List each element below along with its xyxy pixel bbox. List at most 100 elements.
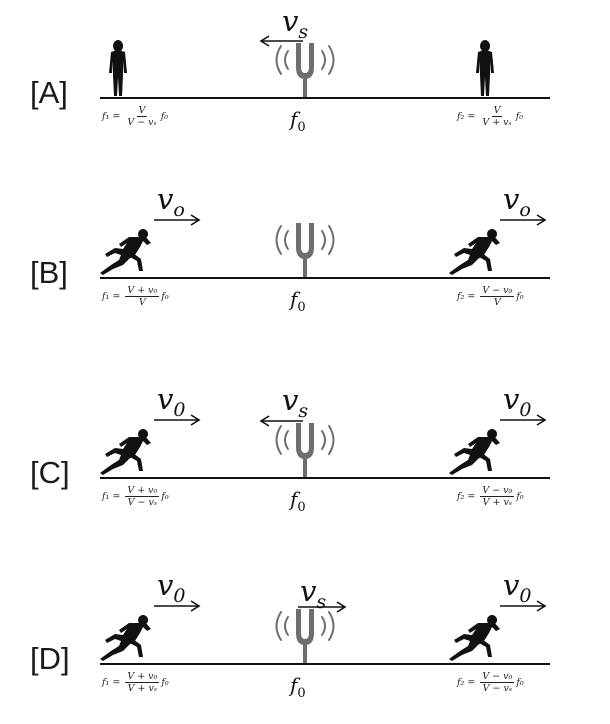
formula-numerator: V + v₀ [125, 285, 160, 297]
arrow-head [536, 214, 547, 226]
fork-prongs [296, 223, 314, 259]
velocity-symbol: v [157, 568, 174, 602]
observer-left-velocity-label: vo [157, 185, 185, 220]
formula-denominator: V + vₛ [127, 683, 158, 694]
arrow-head [259, 415, 270, 427]
fork-stem [303, 455, 307, 477]
formula-numerator: V [136, 105, 148, 117]
head [138, 229, 149, 239]
formula-lhs: f₁ = [102, 291, 121, 302]
velocity-subscript: s [298, 20, 309, 43]
formula-denominator: V − vₛ [482, 683, 513, 694]
arrow-head [190, 414, 201, 426]
standing-person-icon [476, 40, 494, 96]
ground-line [100, 97, 550, 99]
formula-tail: f₀ [160, 111, 169, 122]
wave-left-inner [284, 616, 289, 636]
head [113, 40, 124, 52]
velocity-arrow-observer-right [500, 600, 547, 612]
observer-left-velocity-label: v0 [157, 385, 185, 420]
source-frequency-label: f0 [290, 673, 306, 701]
body [100, 436, 151, 475]
body [449, 436, 500, 475]
formula-lhs: f₂ = [457, 677, 476, 688]
source-frequency-label: f0 [290, 287, 306, 315]
tuning-fork-icon [275, 423, 335, 477]
wave-right-inner [321, 50, 326, 70]
running-person-icon [449, 429, 500, 475]
velocity-subscript: 0 [173, 398, 186, 421]
arrow-head [536, 600, 547, 612]
front-leg [130, 253, 143, 271]
arrow-head [536, 414, 547, 426]
source-velocity-label: vs [282, 7, 308, 42]
arrow-head [259, 35, 270, 47]
formula-tail: f₀ [516, 291, 524, 302]
body [100, 236, 151, 275]
source-frequency-label: f0 [290, 107, 306, 135]
velocity-subscript: s [316, 590, 327, 613]
formula-lhs: f₁ = [102, 111, 121, 122]
head [138, 429, 149, 439]
velocity-arrow-source [259, 415, 303, 427]
formula-numerator: V − v₀ [480, 671, 515, 683]
formula-tail: f₀ [161, 491, 169, 502]
running-person-icon [100, 229, 151, 275]
front-leg [479, 453, 492, 471]
front-leg [130, 453, 143, 471]
velocity-symbol: v [282, 4, 299, 38]
formula-numerator: V − v₀ [480, 485, 515, 497]
velocity-symbol: v [300, 574, 317, 608]
velocity-arrow-observer-right [500, 414, 547, 426]
formula-denominator: V [138, 297, 146, 308]
formula-numerator: V − v₀ [480, 285, 515, 297]
head [480, 40, 491, 52]
observer-right-velocity-label: v0 [503, 571, 531, 606]
observer-right-velocity-label: vo [503, 185, 531, 220]
arrow-head [336, 601, 347, 613]
tuning-fork-icon [275, 43, 335, 97]
panel-label-d: [D] [30, 641, 70, 676]
source-velocity-label: vs [300, 577, 326, 612]
ground-line [100, 663, 550, 665]
wave-left-outer [275, 45, 282, 75]
velocity-subscript: 0 [173, 584, 186, 607]
wave-left-inner [284, 230, 289, 250]
freq-subscript: 0 [297, 500, 306, 515]
fork-prongs [296, 43, 314, 79]
front-leg [479, 253, 492, 271]
velocity-arrow-source [298, 601, 347, 613]
formula-tail: f₀ [515, 111, 524, 122]
wave-left-outer [275, 225, 282, 255]
wave-right-inner [321, 230, 326, 250]
fork-stem [303, 75, 307, 97]
formula-lhs: f₂ = [457, 491, 476, 502]
velocity-subscript: s [298, 399, 309, 422]
velocity-subscript: 0 [519, 398, 532, 421]
wave-right-outer [328, 611, 335, 641]
body [109, 50, 127, 96]
formula-denominator: V + vₛ [482, 117, 512, 128]
formula-tail: f₀ [161, 677, 169, 688]
formula-lhs: f₁ = [102, 677, 121, 688]
wave-left-inner [284, 50, 289, 70]
panel-label-c: [C] [30, 455, 70, 490]
observer-right-velocity-label: v0 [503, 385, 531, 420]
velocity-subscript: o [519, 198, 531, 221]
front-leg [130, 639, 143, 657]
arrow-head [190, 600, 201, 612]
ground-line [100, 277, 550, 279]
wave-left-outer [275, 425, 282, 455]
wave-left-outer [275, 611, 282, 641]
formula-tail: f₀ [161, 291, 169, 302]
